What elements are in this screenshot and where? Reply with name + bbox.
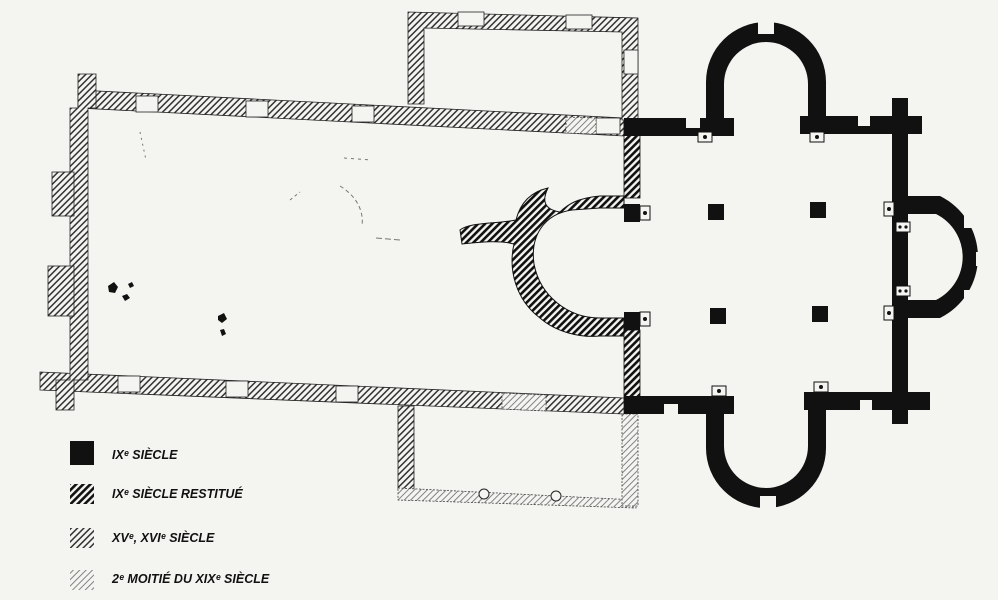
north-chapel-window — [565, 14, 593, 30]
ix-century-structure — [624, 22, 988, 508]
nave-south-window — [117, 375, 141, 393]
legend-swatch-solid — [70, 441, 94, 465]
pier — [812, 306, 828, 322]
north-chapel-walls — [407, 11, 639, 121]
south-chapel-column — [550, 490, 562, 502]
legend-swatch-medium-hatch — [70, 528, 94, 548]
restored-apse-wall — [459, 187, 625, 337]
pilaster-markers — [639, 131, 911, 397]
south-chapel-column — [478, 488, 490, 500]
east-wall — [892, 98, 908, 424]
north-apse — [706, 22, 826, 120]
corner-pier — [624, 312, 640, 330]
pier — [810, 202, 826, 218]
south-chapel-south-wall — [397, 487, 637, 509]
nave-south-window — [335, 385, 359, 403]
nave-south-repair — [501, 392, 547, 412]
apse-window — [760, 496, 776, 508]
wall-opening — [858, 116, 870, 126]
apse-window — [964, 290, 976, 304]
west-buttress-upper — [51, 171, 75, 217]
excavation-traces — [139, 131, 401, 241]
apse-window — [964, 214, 976, 228]
legend-item-ix-siecle: IXᵉ SIÈCLE — [70, 441, 178, 465]
nave — [39, 73, 625, 415]
nave-north-wall — [77, 89, 625, 137]
legend-item-xv-xvi-siecle: XVᵉ, XVIᵉ SIÈCLE — [70, 528, 215, 548]
legend-swatch-dense-hatch — [70, 484, 94, 504]
south-wall-segment — [624, 396, 734, 414]
apse-window — [976, 252, 988, 266]
north-chapel — [407, 11, 639, 121]
fragment-marks — [108, 282, 227, 336]
pier — [710, 308, 726, 324]
nave-north-repair — [565, 116, 597, 135]
nave-north-window — [351, 105, 375, 123]
south-chapel-east-wall — [621, 413, 639, 507]
legend-label: XVᵉ, XVIᵉ SIÈCLE — [111, 530, 215, 545]
north-chapel-window — [457, 11, 485, 27]
apse-window — [758, 22, 774, 34]
west-buttress-lower — [47, 265, 75, 317]
restored-pier-south — [623, 329, 641, 401]
south-apse — [706, 408, 826, 508]
pilaster-dots — [643, 135, 908, 393]
north-wall-segment — [624, 118, 734, 136]
wall-opening — [664, 404, 678, 414]
nave-north-window — [135, 95, 159, 113]
legend-label: 2ᵉ MOITIÉ DU XIXᵉ SIÈCLE — [111, 571, 270, 586]
nave-north-window — [595, 117, 621, 135]
legend: IXᵉ SIÈCLE IXᵉ SIÈCLE RESTITUÉ XVᵉ, XVIᵉ… — [70, 441, 270, 590]
corner-pier — [624, 204, 640, 222]
south-chapel — [397, 405, 639, 509]
nave-south-window — [225, 380, 249, 398]
wall-opening — [686, 118, 700, 128]
east-apse — [906, 196, 978, 318]
nave-west-wall — [55, 73, 97, 411]
wall-opening — [860, 400, 872, 410]
nave-north-window — [245, 100, 269, 118]
south-chapel-west-wall — [397, 405, 415, 491]
north-chapel-window — [623, 49, 639, 75]
legend-label: IXᵉ SIÈCLE RESTITUÉ — [112, 486, 243, 501]
legend-swatch-light-hatch — [70, 570, 94, 590]
restored-apse — [459, 119, 641, 401]
pier — [708, 204, 724, 220]
legend-item-ix-siecle-restitue: IXᵉ SIÈCLE RESTITUÉ — [70, 484, 243, 504]
legend-item-xix-siecle: 2ᵉ MOITIÉ DU XIXᵉ SIÈCLE — [70, 570, 270, 590]
legend-label: IXᵉ SIÈCLE — [112, 447, 178, 462]
